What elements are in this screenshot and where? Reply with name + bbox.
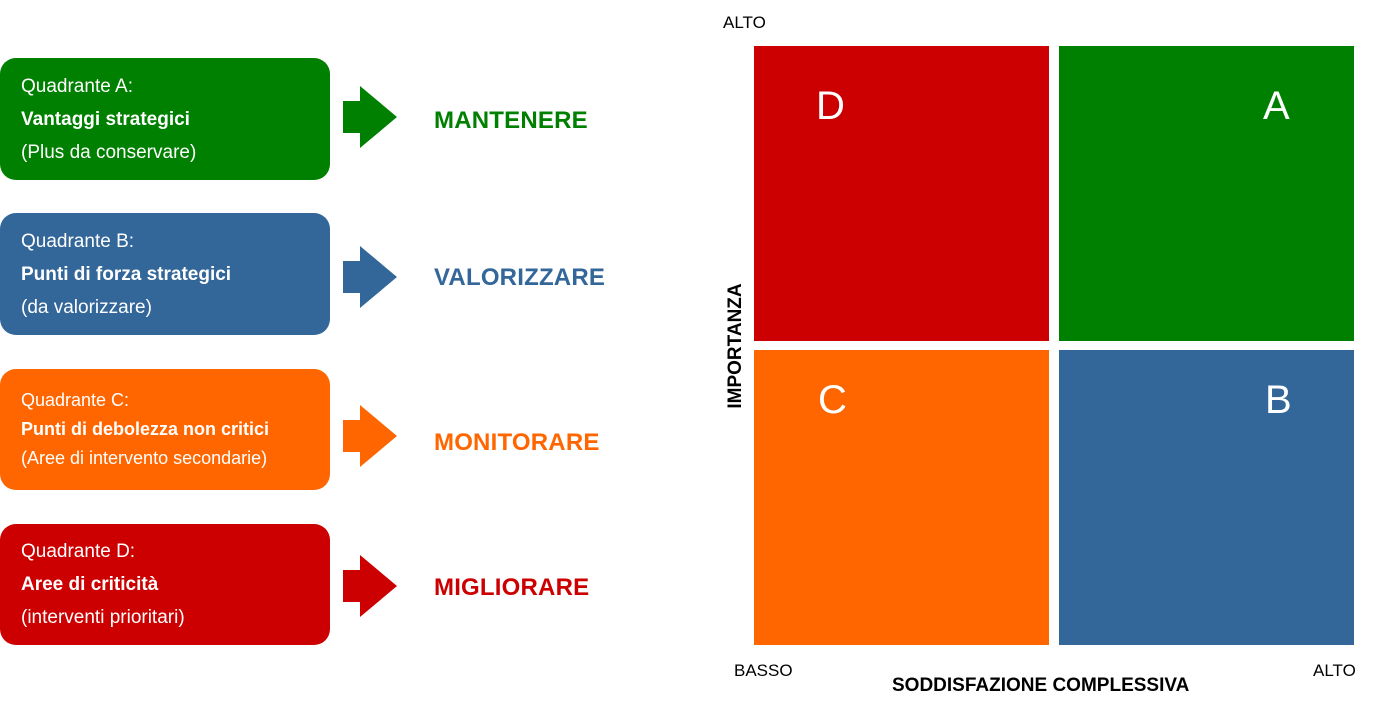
quadrant-d-box: Quadrante D: Aree di criticità (interven…: [0, 524, 330, 645]
quadrant-c-box: Quadrante C: Punti di debolezza non crit…: [0, 369, 330, 490]
x-axis-high-label: ALTO: [1313, 661, 1356, 680]
quadrant-a-title: Quadrante A:: [21, 75, 133, 97]
x-axis-low-label: BASSO: [734, 661, 793, 680]
quadrant-b-box: Quadrante B: Punti di forza strategici (…: [0, 213, 330, 335]
quadrant-b-name: Punti di forza strategici: [21, 263, 232, 285]
action-mantenere: MANTENERE: [434, 107, 588, 134]
action-valorizzare: VALORIZZARE: [434, 264, 606, 291]
quadrant-b-title: Quadrante B:: [21, 230, 135, 252]
matrix-letter-d: D: [816, 84, 845, 128]
arrow-right-icon: [343, 555, 397, 617]
y-axis-title: IMPORTANZA: [725, 283, 746, 409]
action-monitorare: MONITORARE: [434, 429, 600, 456]
matrix-cell-d: D: [754, 46, 1049, 341]
matrix-cell-b: B: [1059, 350, 1354, 645]
quadrant-b-note: (da valorizzare): [21, 296, 152, 318]
x-axis-title: SODDISFAZIONE COMPLESSIVA: [892, 675, 1190, 696]
matrix-cell-a: A: [1059, 46, 1354, 341]
matrix-letter-c: C: [818, 378, 847, 422]
quadrant-d-note: (interventi prioritari): [21, 607, 185, 628]
quadrant-a-box: Quadrante A: Vantaggi strategici (Plus d…: [0, 58, 330, 180]
action-migliorare: MIGLIORARE: [434, 574, 590, 601]
matrix-cell-c: C: [754, 350, 1049, 645]
quadrant-c-name: Punti di debolezza non critici: [21, 419, 270, 439]
quadrant-a-name: Vantaggi strategici: [21, 108, 190, 130]
quadrant-d-name: Aree di criticità: [21, 574, 159, 595]
arrow-right-icon: [343, 246, 397, 308]
quadrant-c-title: Quadrante C:: [21, 390, 130, 410]
quadrant-d-title: Quadrante D:: [21, 541, 136, 562]
arrow-right-icon: [343, 405, 397, 467]
y-axis-high-label: ALTO: [723, 13, 766, 32]
quadrant-c-note: (Aree di intervento secondarie): [21, 448, 268, 468]
arrow-right-icon: [343, 86, 397, 148]
matrix-letter-a: A: [1263, 84, 1290, 128]
matrix-letter-b: B: [1265, 378, 1292, 422]
quadrant-a-note: (Plus da conservare): [21, 141, 197, 163]
